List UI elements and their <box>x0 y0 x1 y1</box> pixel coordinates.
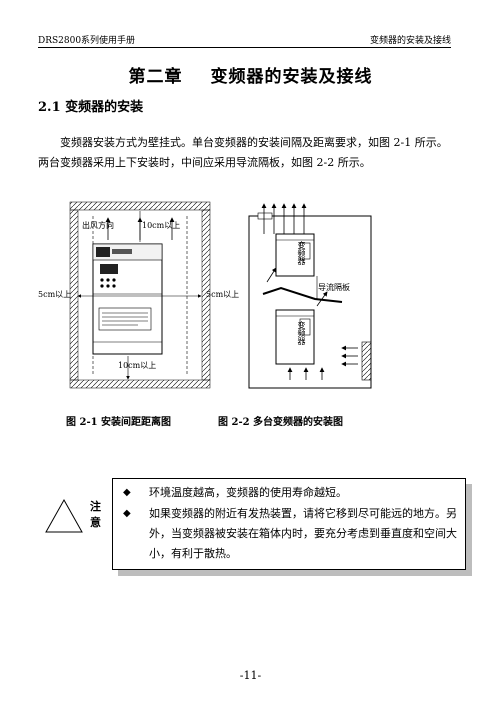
top-wall <box>69 201 211 211</box>
note-box: ◆ 环境温度越高，变频器的使用寿命越短。 ◆ 如果变频器的附近有发热装置，请将它… <box>112 478 472 576</box>
baffle-plate <box>262 286 343 303</box>
diamond-bullet-icon: ◆ <box>123 487 131 498</box>
note-label: 注意 <box>90 500 101 529</box>
airflow-label: 出风方向 <box>82 220 114 230</box>
diamond-bullet-icon: ◆ <box>123 508 131 519</box>
display-icon <box>100 264 118 274</box>
top-clearance-label: 10cm以上 <box>142 221 180 230</box>
note-item-text: 环境温度越高，变频器的使用寿命越短。 <box>149 486 347 499</box>
section-title: 2.1 变频器的安装 <box>38 100 144 115</box>
page-number: -11- <box>239 669 262 682</box>
upper-inverter <box>275 233 315 277</box>
right-wall <box>201 209 211 381</box>
lower-inverter <box>275 309 315 365</box>
figure-1-diagram: 出风方向 10cm以上 5cm以上 5cm以上 10cm以上 <box>38 201 239 389</box>
page-header: DRS2800系列使用手册 变频器的安装及接线 <box>38 33 451 48</box>
chapter-number: 第二章 <box>128 67 183 87</box>
bottom-clearance-label: 10cm以上 <box>118 361 156 370</box>
header-left: DRS2800系列使用手册 <box>38 36 136 46</box>
note-item-text: 如果变频器的附近有发热装置，请将它移到尽可能远的地方。另外，当变频器被安装在箱体… <box>149 507 457 560</box>
left-clearance-label: 5cm以上 <box>38 290 71 299</box>
logo-icon <box>96 247 110 257</box>
inverter-unit <box>92 243 163 355</box>
body-paragraph: 变频器安装方式为壁挂式。单台变频器的安装间隔及距离要求，如图 2-1 所示。两台… <box>38 136 448 169</box>
note-item: ◆ 如果变频器的附近有发热装置，请将它移到尽可能远的地方。另外，当变频器被安装在… <box>123 504 457 564</box>
right-clearance-label: 5cm以上 <box>206 290 239 299</box>
figure-2-caption: 图 2-2 多台变频器的安装图 <box>218 417 344 428</box>
warning-triangle-icon <box>45 498 83 533</box>
warning-label-icon <box>98 307 152 331</box>
chapter-name: 变频器的安装及接线 <box>210 67 373 87</box>
installation-figures: 出风方向 10cm以上 5cm以上 5cm以上 10cm以上 变频器 导流隔板 <box>38 201 372 389</box>
intake-grille <box>361 341 372 381</box>
chapter-title: 第二章 变频器的安装及接线 <box>0 62 501 87</box>
note-item: ◆ 环境温度越高，变频器的使用寿命越短。 <box>123 483 457 503</box>
figure-2-diagram: 变频器 导流隔板 变频器 <box>248 203 372 389</box>
baffle-label: 导流隔板 <box>318 282 350 292</box>
left-wall <box>69 209 79 381</box>
header-right: 变频器的安装及接线 <box>369 36 451 46</box>
figure-1-caption: 图 2-1 安装间距距离图 <box>66 417 172 428</box>
bottom-wall <box>69 379 211 389</box>
